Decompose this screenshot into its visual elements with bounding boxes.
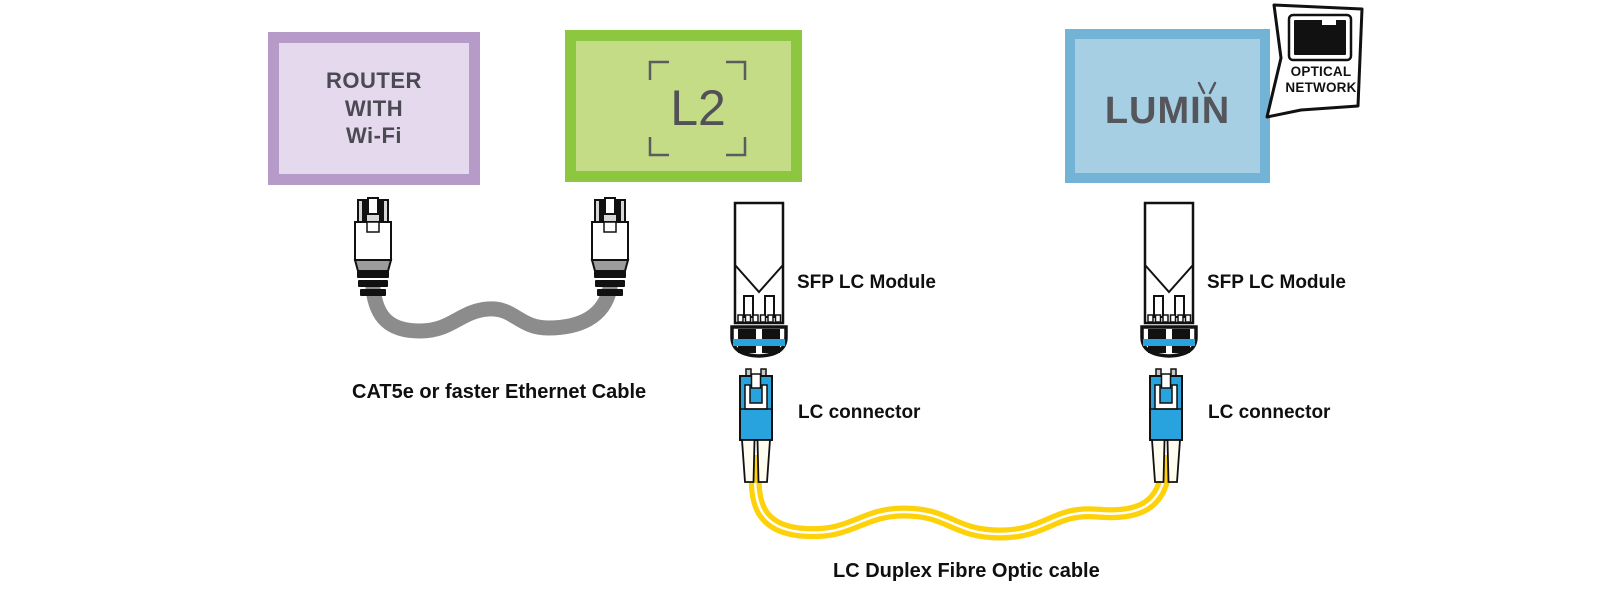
optical-network-port-icon bbox=[1287, 13, 1353, 62]
lumin-logo-mark bbox=[1197, 81, 1217, 95]
device-router-box: ROUTER WITH Wi-Fi bbox=[268, 32, 480, 185]
lc-connector-label-right: LC connector bbox=[1208, 402, 1331, 423]
rj45-connector-icon-right bbox=[591, 197, 629, 297]
device-lumin-box: LUMIN bbox=[1065, 29, 1270, 183]
callout-line1: OPTICAL bbox=[1290, 64, 1352, 79]
optical-network-callout-label: OPTICAL NETWORK bbox=[1276, 64, 1366, 95]
sfp-module-icon-right bbox=[1140, 201, 1198, 358]
ethernet-cable-label: CAT5e or faster Ethernet Cable bbox=[352, 381, 647, 403]
l2-switch-label: L2 bbox=[670, 79, 726, 136]
viewfinder-brackets-icon bbox=[648, 60, 747, 157]
router-label-line3: Wi-Fi bbox=[345, 123, 403, 149]
callout-line2: NETWORK bbox=[1285, 79, 1357, 95]
rj45-connector-icon-left bbox=[354, 197, 392, 297]
router-label: ROUTER WITH Wi-Fi bbox=[326, 67, 422, 150]
sfp-module-icon-left bbox=[730, 201, 788, 358]
lc-connector-label-left: LC connector bbox=[798, 402, 921, 423]
fibre-cable-curve bbox=[748, 459, 1173, 541]
lc-connector-icon-left bbox=[739, 368, 773, 484]
fibre-cable-label: LC Duplex Fibre Optic cable bbox=[833, 560, 1100, 582]
ethernet-cable-curve bbox=[365, 280, 618, 339]
lc-connector-icon-right bbox=[1149, 368, 1183, 484]
sfp-module-label-left: SFP LC Module bbox=[797, 272, 936, 293]
router-label-line1: ROUTER bbox=[326, 68, 422, 94]
lumin-logo-label: LUMIN bbox=[1104, 89, 1231, 132]
router-label-line2: WITH bbox=[344, 95, 404, 121]
device-l2-switch-box bbox=[565, 30, 802, 182]
sfp-module-label-right: SFP LC Module bbox=[1207, 272, 1346, 293]
